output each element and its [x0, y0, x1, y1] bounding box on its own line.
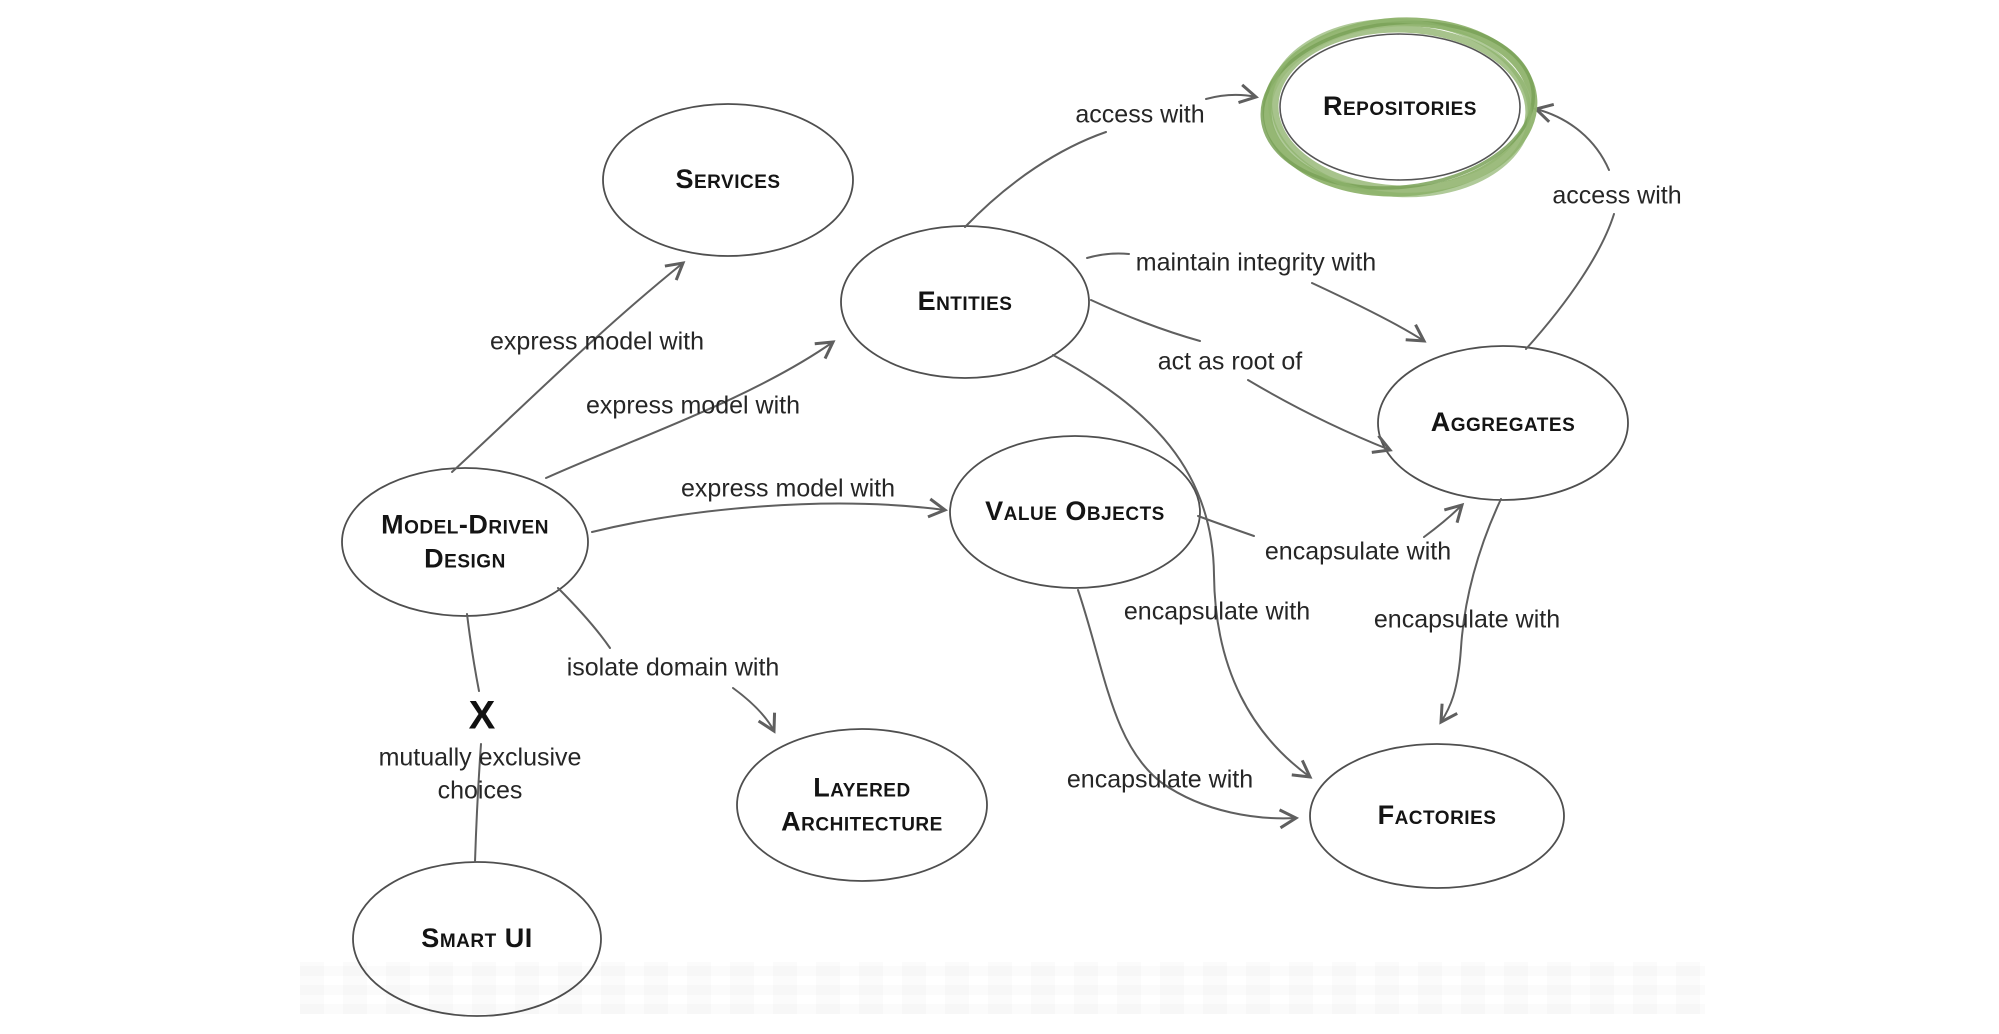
edge-label-encapsulate-with-vo-factories: encapsulate with	[1066, 765, 1254, 794]
edge-label-express-model-with-entities: express model with	[586, 391, 800, 420]
node-label-smart-ui: Smart UI	[421, 923, 533, 954]
node-label-repositories: Repositories	[1323, 91, 1477, 122]
edge-mdd-isolate-2	[732, 687, 777, 734]
edge-vo-aggregates-1	[1197, 515, 1255, 537]
edge-label-maintain-integrity-with: maintain integrity with	[1135, 248, 1377, 277]
edge-vo-aggregates-2	[1423, 502, 1465, 538]
edge-mdd-value-objects	[591, 497, 949, 533]
edge-label-act-as-root-of: act as root of	[1157, 347, 1303, 376]
node-label-services: Services	[675, 164, 781, 195]
node-layered-architecture-ellipse	[736, 728, 988, 882]
node-label-layered-architecture: Layered Architecture	[781, 771, 943, 839]
edge-label-encapsulate-with-vo-aggregates: encapsulate with	[1264, 537, 1452, 566]
edge-label-express-model-with-value-objects: express model with	[681, 474, 895, 503]
edge-label-access-with-aggregates: access with	[1552, 181, 1682, 210]
node-model-driven-design-ellipse	[341, 467, 589, 617]
mutually-exclusive-caption-line1: mutually exclusive	[378, 743, 582, 772]
edge-label-express-model-with-services: express model with	[490, 327, 704, 356]
edge-entities-integrity-2	[1311, 282, 1427, 343]
edge-label-encapsulate-with-aggregates-factories: encapsulate with	[1373, 605, 1561, 634]
edge-entities-root-1	[1090, 299, 1201, 342]
node-repositories-ellipse	[1279, 33, 1521, 181]
node-label-aggregates: Aggregates	[1430, 407, 1576, 438]
mutually-exclusive-caption: mutually exclusive choices	[379, 742, 582, 807]
edge-label-access-with-entities: access with	[1075, 100, 1205, 129]
node-services-ellipse	[602, 103, 854, 257]
edge-label-isolate-domain-with: isolate domain with	[566, 653, 780, 682]
node-smart-ui-ellipse	[352, 861, 602, 1017]
edge-entities-root-2	[1247, 379, 1393, 454]
edge-aggregates-access-2	[1533, 102, 1610, 171]
node-label-entities: Entities	[917, 286, 1013, 317]
node-label-layered-line1: Layered	[813, 772, 911, 803]
node-label-model-driven-design: Model-Driven Design	[381, 508, 549, 576]
node-label-mdd-line1: Model-Driven	[381, 509, 549, 540]
watermark-artifact-band	[300, 962, 1705, 1014]
node-label-mdd-line2: Design	[424, 543, 506, 573]
edge-mdd-services	[451, 261, 686, 473]
edge-vo-factories	[1077, 589, 1300, 830]
edge-mdd-entities	[545, 340, 836, 479]
mutually-exclusive-x-mark: X	[468, 693, 496, 738]
edge-entities-integrity-1	[1086, 252, 1130, 259]
edge-mdd-x	[466, 613, 480, 692]
node-factories-ellipse	[1309, 743, 1565, 889]
edge-entities-access-1	[964, 131, 1107, 228]
repositories-green-highlight	[1260, 17, 1538, 198]
node-label-factories: Factories	[1377, 800, 1497, 831]
mutually-exclusive-caption-line2: choices	[437, 776, 523, 804]
edge-mdd-isolate-1	[557, 587, 611, 649]
edge-aggregates-factories	[1439, 498, 1502, 725]
node-label-value-objects: Value Objects	[985, 496, 1165, 527]
edge-label-encapsulate-with-entities-factories: encapsulate with	[1123, 597, 1311, 626]
edge-entities-factories	[1052, 354, 1313, 779]
node-value-objects-ellipse	[949, 435, 1201, 589]
edge-entities-access-2	[1205, 83, 1259, 104]
node-aggregates-ellipse	[1377, 345, 1629, 501]
edge-aggregates-access-1	[1525, 213, 1615, 350]
node-label-layered-line2: Architecture	[781, 806, 943, 836]
edge-x-smart-ui	[474, 743, 482, 863]
